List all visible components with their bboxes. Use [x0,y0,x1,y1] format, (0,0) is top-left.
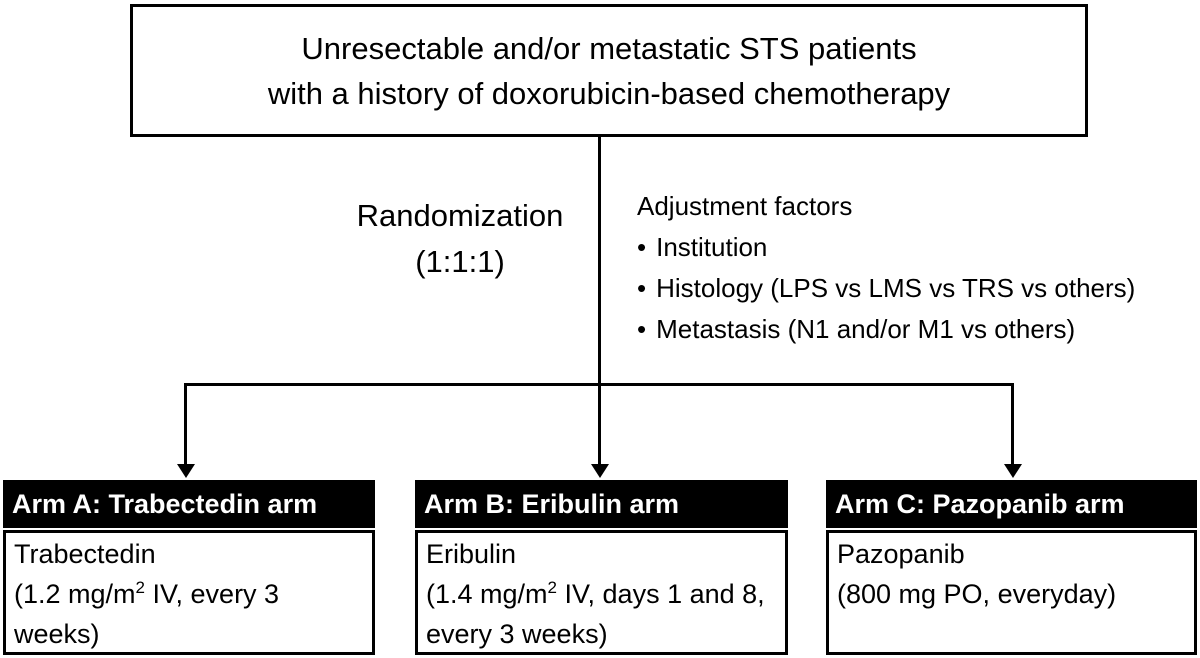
connector-left-shaft [184,383,187,467]
arrow-down-icon [591,464,609,478]
adjustment-factor-item: • Metastasis (N1 and/or M1 vs others) [637,309,1135,350]
arm-a-drug-name: Trabectedin [14,539,156,569]
randomization-line1: Randomization [356,198,564,233]
arm-a-dose: (1.2 mg/m2 IV, every 3 weeks) [14,579,279,649]
arm-a-header: Arm A: Trabectedin arm [3,480,375,528]
arm-a-box: Arm A: Trabectedin arm Trabectedin (1.2 … [3,480,375,655]
arrow-down-icon [1004,464,1022,478]
arm-b-dose-suffix: IV, days 1 and 8, every 3 weeks) [426,579,765,649]
randomization-line2: (1:1:1) [415,244,505,279]
adjustment-factor-text: Histology (LPS vs LMS vs TRS vs others) [656,273,1136,303]
arm-a-dose-suffix: IV, every 3 weeks) [14,579,280,649]
arm-b-box: Arm B: Eribulin arm Eribulin (1.4 mg/m2 … [415,480,788,655]
arm-c-box: Arm C: Pazopanib arm Pazopanib (800 mg P… [826,480,1197,655]
arm-a-body: Trabectedin (1.2 mg/m2 IV, every 3 weeks… [3,530,375,655]
population-line2: with a history of doxorubicin-based chem… [267,75,951,111]
arm-c-dose: (800 mg PO, everyday) [837,579,1116,609]
population-line1: Unresectable and/or metastatic STS patie… [301,30,917,66]
bullet-icon: • [637,273,647,303]
arm-c-drug-name: Pazopanib [837,539,965,569]
arm-b-dose-prefix: (1.4 mg/m [426,579,548,609]
randomization-label: Randomization (1:1:1) [320,193,600,285]
adjustment-factor-text: Institution [656,232,768,262]
arm-c-dose-prefix: (800 mg PO, everyday) [837,579,1117,609]
arm-b-dose-superscript: 2 [547,578,557,597]
arm-b-dose: (1.4 mg/m2 IV, days 1 and 8, every 3 wee… [426,579,765,649]
adjustment-factor-text: Metastasis (N1 and/or M1 vs others) [656,314,1076,344]
adjustment-factor-item: • Histology (LPS vs LMS vs TRS vs others) [637,268,1135,309]
bullet-icon: • [637,232,647,262]
arrow-down-icon [177,464,195,478]
connector-right-shaft [1011,383,1014,467]
population-box: Unresectable and/or metastatic STS patie… [130,4,1088,137]
arm-b-header: Arm B: Eribulin arm [415,480,788,528]
arm-c-body: Pazopanib (800 mg PO, everyday) [826,530,1197,655]
bullet-icon: • [637,314,647,344]
connector-stem-line [598,137,601,467]
arm-c-header: Arm C: Pazopanib arm [826,480,1197,528]
connector-branch-line [184,383,1014,386]
adjustment-factors-title: Adjustment factors [637,191,853,221]
arm-a-dose-superscript: 2 [135,578,145,597]
arm-b-body: Eribulin (1.4 mg/m2 IV, days 1 and 8, ev… [415,530,788,655]
arm-b-drug-name: Eribulin [426,539,517,569]
arm-a-dose-prefix: (1.2 mg/m [14,579,136,609]
adjustment-factor-item: • Institution [637,227,1135,268]
adjustment-factors-block: Adjustment factors • Institution • Histolo… [637,186,1135,350]
